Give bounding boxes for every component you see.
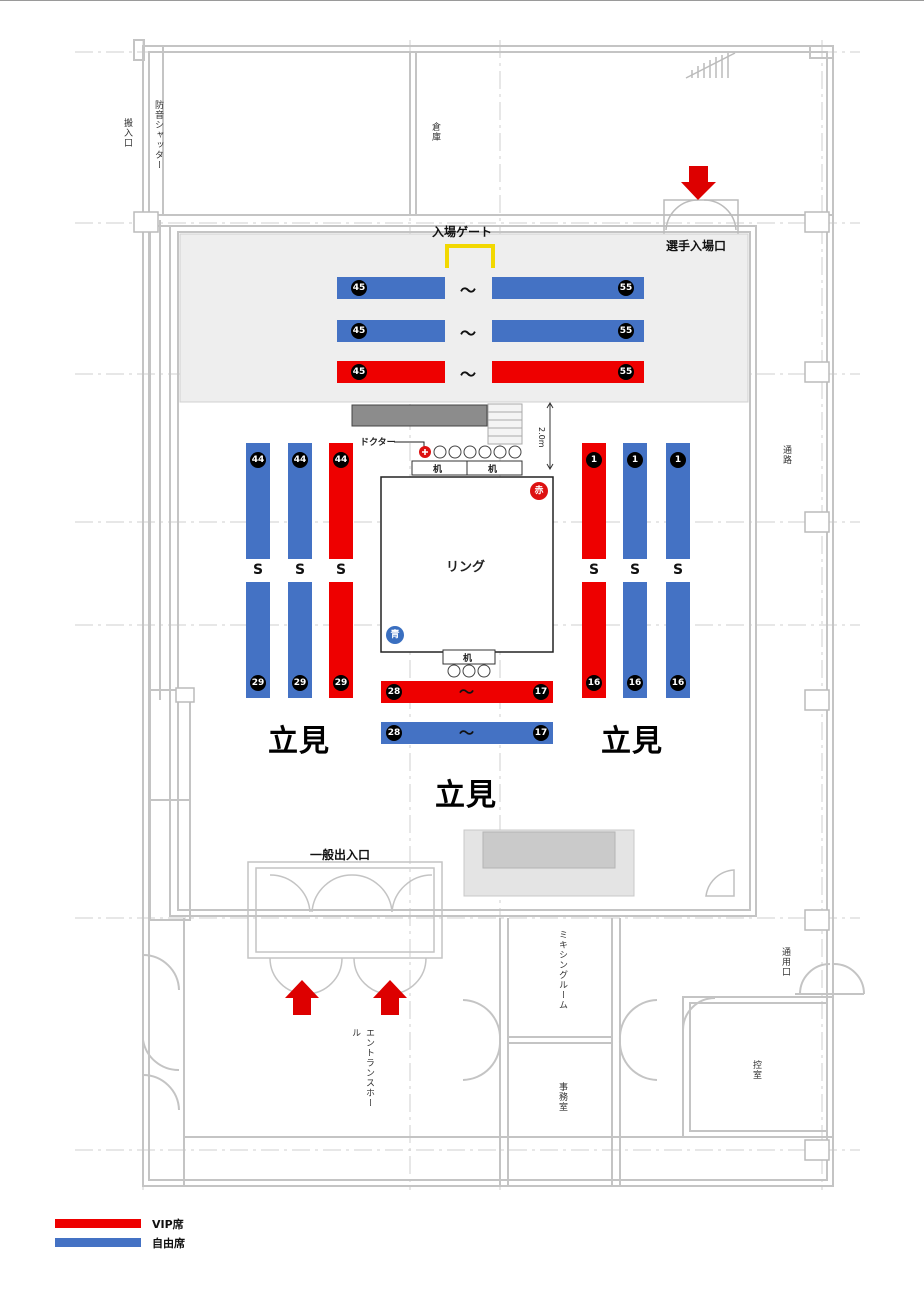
seat-number-1-col1: 1 (586, 452, 602, 468)
seat-number-29-col3: 29 (333, 675, 349, 691)
arrow-up-icon-1 (285, 980, 319, 1015)
stage-block (351, 404, 488, 427)
tilde-front-free: ～ (459, 724, 475, 742)
chairs-bottom (447, 664, 491, 678)
seat-number-44-col2: 44 (292, 452, 308, 468)
seat-number-55-row2: 55 (618, 323, 634, 339)
continuation-mark-left-1: S (253, 562, 264, 578)
continuation-mark-left-2: S (295, 562, 306, 578)
seat-number-28-vip: 28 (386, 684, 402, 700)
seat-number-29-col2: 29 (292, 675, 308, 691)
doctor-label: ドクター (360, 438, 396, 448)
table-label-top-1: 机 (433, 465, 443, 475)
tilde-row3: ～ (460, 365, 477, 384)
blue-corner-marker: 青 (386, 626, 404, 644)
seat-number-44-col3: 44 (333, 452, 349, 468)
top-border-line (0, 0, 924, 1)
seat-number-44-col1: 44 (250, 452, 266, 468)
hall-walls (149, 220, 757, 921)
table-label-bottom: 机 (463, 654, 473, 664)
tilde-row2: ～ (460, 324, 477, 343)
arrows (285, 166, 716, 1015)
continuation-mark-right-1: S (589, 562, 600, 578)
seat-number-55-row1: 55 (618, 280, 634, 296)
tilde-front-vip: ～ (459, 683, 475, 701)
back-row1-right (492, 277, 644, 299)
continuation-mark-left-3: S (336, 562, 347, 578)
arrow-up-icon-2 (373, 980, 407, 1015)
mixing-room-label: ミキシングルーム (557, 930, 567, 1010)
standing-label-center: 立見 (435, 778, 497, 813)
lower-rooms (142, 918, 865, 1186)
seat-number-45-row1: 45 (351, 280, 367, 296)
seat-number-16-col3: 16 (670, 675, 686, 691)
seat-number-29-col1: 29 (250, 675, 266, 691)
continuation-mark-right-2: S (630, 562, 641, 578)
ring-area (380, 476, 554, 653)
soundproof-shutter-label: 防音シャッター (153, 100, 163, 170)
distance-marker (546, 402, 554, 470)
legend-vip-label: VIP席 (152, 1218, 184, 1231)
arrow-down-icon (681, 166, 716, 200)
ring-label: リング (446, 560, 486, 575)
table-label-top-2: 机 (488, 465, 498, 475)
entrance-hall-label: エントランスホール (350, 1028, 374, 1108)
warehouse-label: 倉庫 (430, 122, 440, 142)
pillars (133, 211, 830, 1161)
general-entrance (247, 861, 443, 995)
loading-entrance-label: 搬入口 (122, 118, 132, 148)
seat-number-28-free: 28 (386, 725, 402, 741)
standing-label-right: 立見 (601, 724, 663, 759)
back-floor (179, 233, 749, 403)
back-row2-right (492, 320, 644, 342)
doctor-bracket (394, 441, 425, 450)
booth (463, 829, 635, 897)
seat-number-45-row2: 45 (351, 323, 367, 339)
legend-free-label: 自由席 (152, 1237, 185, 1250)
front-row-vip (381, 681, 553, 703)
seat-number-1-col2: 1 (627, 452, 643, 468)
seat-number-45-row3: 45 (351, 364, 367, 380)
red-corner-marker: 赤 (530, 482, 548, 500)
fighter-entrance-label: 選手入場口 (666, 239, 727, 253)
tilde-row1: ～ (460, 281, 477, 300)
chairs-top (433, 445, 522, 459)
entry-gate-shape (445, 244, 495, 268)
seat-number-1-col3: 1 (670, 452, 686, 468)
tables-top (411, 460, 523, 476)
office-label: 事務室 (557, 1082, 567, 1112)
distance-label: 2.0m (537, 427, 546, 448)
table-bottom (442, 649, 496, 665)
stairs-top (685, 52, 736, 79)
waiting-room-label: 控室 (751, 1060, 761, 1080)
legend-free-swatch (55, 1238, 141, 1247)
legend-vip-swatch (55, 1219, 141, 1228)
doctor-cross-symbol (422, 449, 428, 455)
service-entrance-label: 通用口 (780, 947, 790, 977)
seat-number-55-row3: 55 (618, 364, 634, 380)
seat-number-16-col1: 16 (586, 675, 602, 691)
back-row3-right (492, 361, 644, 383)
front-row-free (381, 722, 553, 744)
general-entrance-label: 一般出入口 (310, 848, 371, 862)
seat-number-17-vip: 17 (533, 684, 549, 700)
seat-number-17-free: 17 (533, 725, 549, 741)
standing-label-left: 立見 (268, 724, 330, 759)
stairs-small (487, 403, 523, 445)
seat-number-16-col2: 16 (627, 675, 643, 691)
continuation-mark-right-3: S (673, 562, 684, 578)
entry-gate-label: 入場ゲート (432, 225, 493, 239)
corridor-label: 通路 (781, 445, 791, 465)
side-door (705, 869, 735, 897)
